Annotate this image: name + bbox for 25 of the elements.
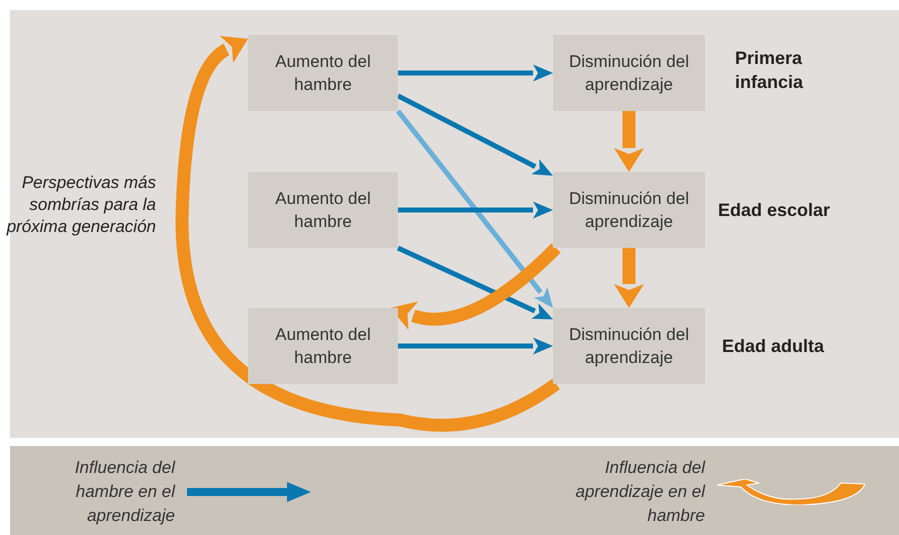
stage-box <box>248 35 398 111</box>
arrow <box>398 64 553 82</box>
box-text: Aumento del hambre <box>274 51 372 96</box>
arrow <box>398 202 553 218</box>
stage-label: Edad adulta <box>722 335 826 358</box>
stage-box <box>248 172 398 248</box>
box-text: Aumento del hambre <box>274 324 372 369</box>
arrow <box>396 94 553 176</box>
legend-text: Influencia del hambre en el aprendizaje <box>74 457 175 527</box>
arrow <box>398 338 553 354</box>
arrow <box>390 243 561 330</box>
box-text: Disminución del aprendizaje <box>568 188 690 233</box>
box-text: Disminución del aprendizaje <box>568 324 690 369</box>
arrow <box>614 248 644 308</box>
box-text: Disminución del aprendizaje <box>568 51 690 96</box>
arrow <box>176 36 560 432</box>
stage-box <box>248 308 398 384</box>
legend-text: Influencia del aprendizaje en el hambre <box>574 457 705 527</box>
stage-label: Edad escolar <box>718 199 832 222</box>
annotation-text: Perspectivas más sombrías para la próxima generación <box>6 172 156 238</box>
arrow <box>614 111 644 172</box>
stage-label: Primera infancia <box>735 47 804 94</box>
arrow <box>396 246 553 320</box>
arrow <box>396 109 553 308</box>
box-text: Aumento del hambre <box>274 188 372 233</box>
